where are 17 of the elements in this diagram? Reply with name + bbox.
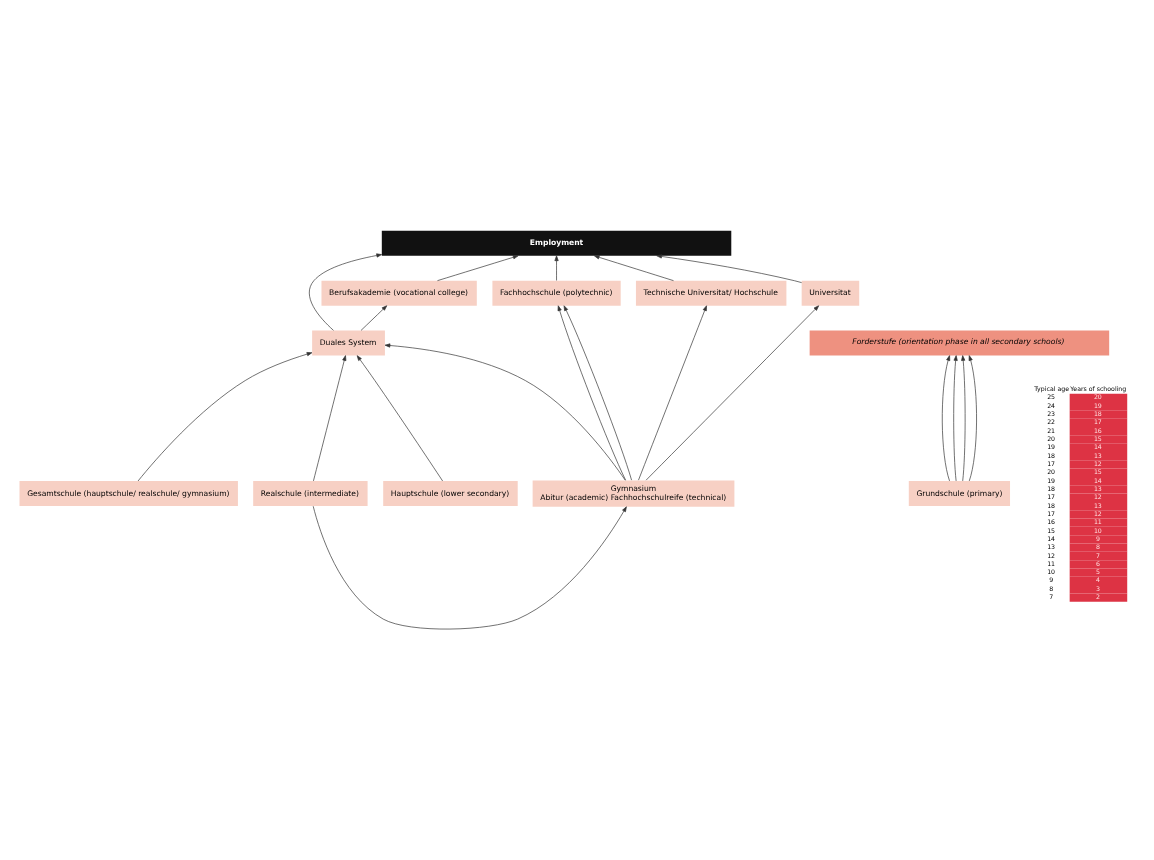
arrow xyxy=(961,355,966,482)
arrow xyxy=(437,255,519,281)
arrow xyxy=(941,355,951,482)
arrow xyxy=(645,305,820,481)
arrow xyxy=(312,505,627,630)
arrow xyxy=(953,355,958,482)
arrow xyxy=(308,253,382,331)
arrow xyxy=(384,343,626,481)
arrow xyxy=(594,255,674,281)
arrow xyxy=(360,305,388,331)
arrow xyxy=(638,305,707,481)
arrow xyxy=(554,255,559,281)
arrow xyxy=(656,254,802,283)
arrow xyxy=(313,355,347,482)
arrow xyxy=(137,352,313,482)
arrow xyxy=(356,355,443,482)
arrow xyxy=(968,355,977,482)
